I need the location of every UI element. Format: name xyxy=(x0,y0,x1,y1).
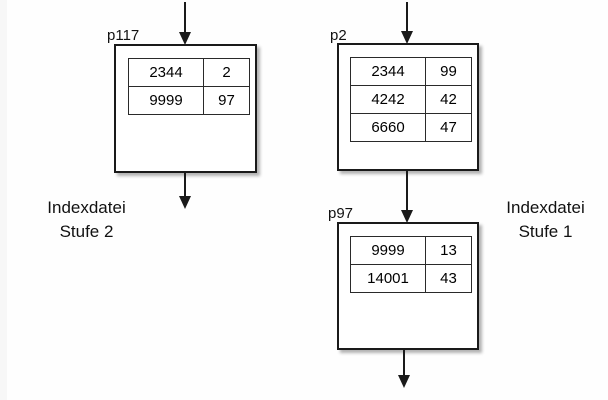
page-edge-strip xyxy=(0,0,7,400)
caption-left-line1: Indexdatei xyxy=(47,198,126,217)
caption-right-line1: Indexdatei xyxy=(506,198,585,217)
entry-pointer: 2 xyxy=(203,58,250,87)
arrow-p2-to-p97 xyxy=(400,171,414,223)
table-row: 4242 42 xyxy=(350,85,472,114)
entry-pointer: 99 xyxy=(425,57,472,86)
entry-key: 2344 xyxy=(128,58,204,87)
arrow-head xyxy=(179,196,191,209)
entry-pointer: 43 xyxy=(425,264,472,293)
block-label-p97: p97 xyxy=(328,205,354,222)
table-row: 14001 43 xyxy=(350,264,472,293)
entry-key: 14001 xyxy=(350,264,426,293)
arrow-out-of-p97 xyxy=(397,350,411,388)
arrow-shaft xyxy=(406,171,408,212)
entry-pointer: 97 xyxy=(203,86,250,115)
entry-table-p117: 2344 2 9999 97 xyxy=(128,58,250,115)
arrow-head xyxy=(401,210,413,223)
table-row: 2344 99 xyxy=(350,57,472,86)
table-row: 2344 2 xyxy=(128,58,250,87)
index-block-p2: 2344 99 4242 42 6660 47 xyxy=(337,43,479,171)
entry-table-p2: 2344 99 4242 42 6660 47 xyxy=(350,57,472,142)
arrow-into-p2 xyxy=(400,2,414,44)
block-label-p2: p2 xyxy=(330,27,347,44)
table-row: 9999 97 xyxy=(128,86,250,115)
entry-key: 2344 xyxy=(350,57,426,86)
arrow-head xyxy=(401,31,413,44)
arrow-head xyxy=(398,375,410,388)
entry-key: 4242 xyxy=(350,85,426,114)
entry-pointer: 42 xyxy=(425,85,472,114)
arrow-shaft xyxy=(406,2,408,33)
entry-key: 9999 xyxy=(128,86,204,115)
caption-right-level-1: Indexdatei Stufe 1 xyxy=(487,196,604,244)
arrow-out-of-p117 xyxy=(178,172,192,209)
table-row: 9999 13 xyxy=(350,236,472,265)
table-row: 6660 47 xyxy=(350,113,472,142)
index-block-p117: 2344 2 9999 97 xyxy=(114,44,257,173)
entry-pointer: 47 xyxy=(425,113,472,142)
block-label-p117: p117 xyxy=(107,27,140,44)
arrow-shaft xyxy=(403,350,405,376)
arrow-head xyxy=(179,32,191,45)
entry-key: 9999 xyxy=(350,236,426,265)
entry-key: 6660 xyxy=(350,113,426,142)
entry-table-p97: 9999 13 14001 43 xyxy=(350,236,472,293)
arrow-shaft xyxy=(184,2,186,34)
index-block-p97: 9999 13 14001 43 xyxy=(337,222,479,350)
caption-left-line2: Stufe 2 xyxy=(59,222,114,242)
arrow-into-p117 xyxy=(178,2,192,45)
arrow-shaft xyxy=(184,172,186,197)
caption-right-line2: Stufe 1 xyxy=(518,222,573,242)
caption-left-level-2: Indexdatei Stufe 2 xyxy=(14,196,159,244)
entry-pointer: 13 xyxy=(425,236,472,265)
